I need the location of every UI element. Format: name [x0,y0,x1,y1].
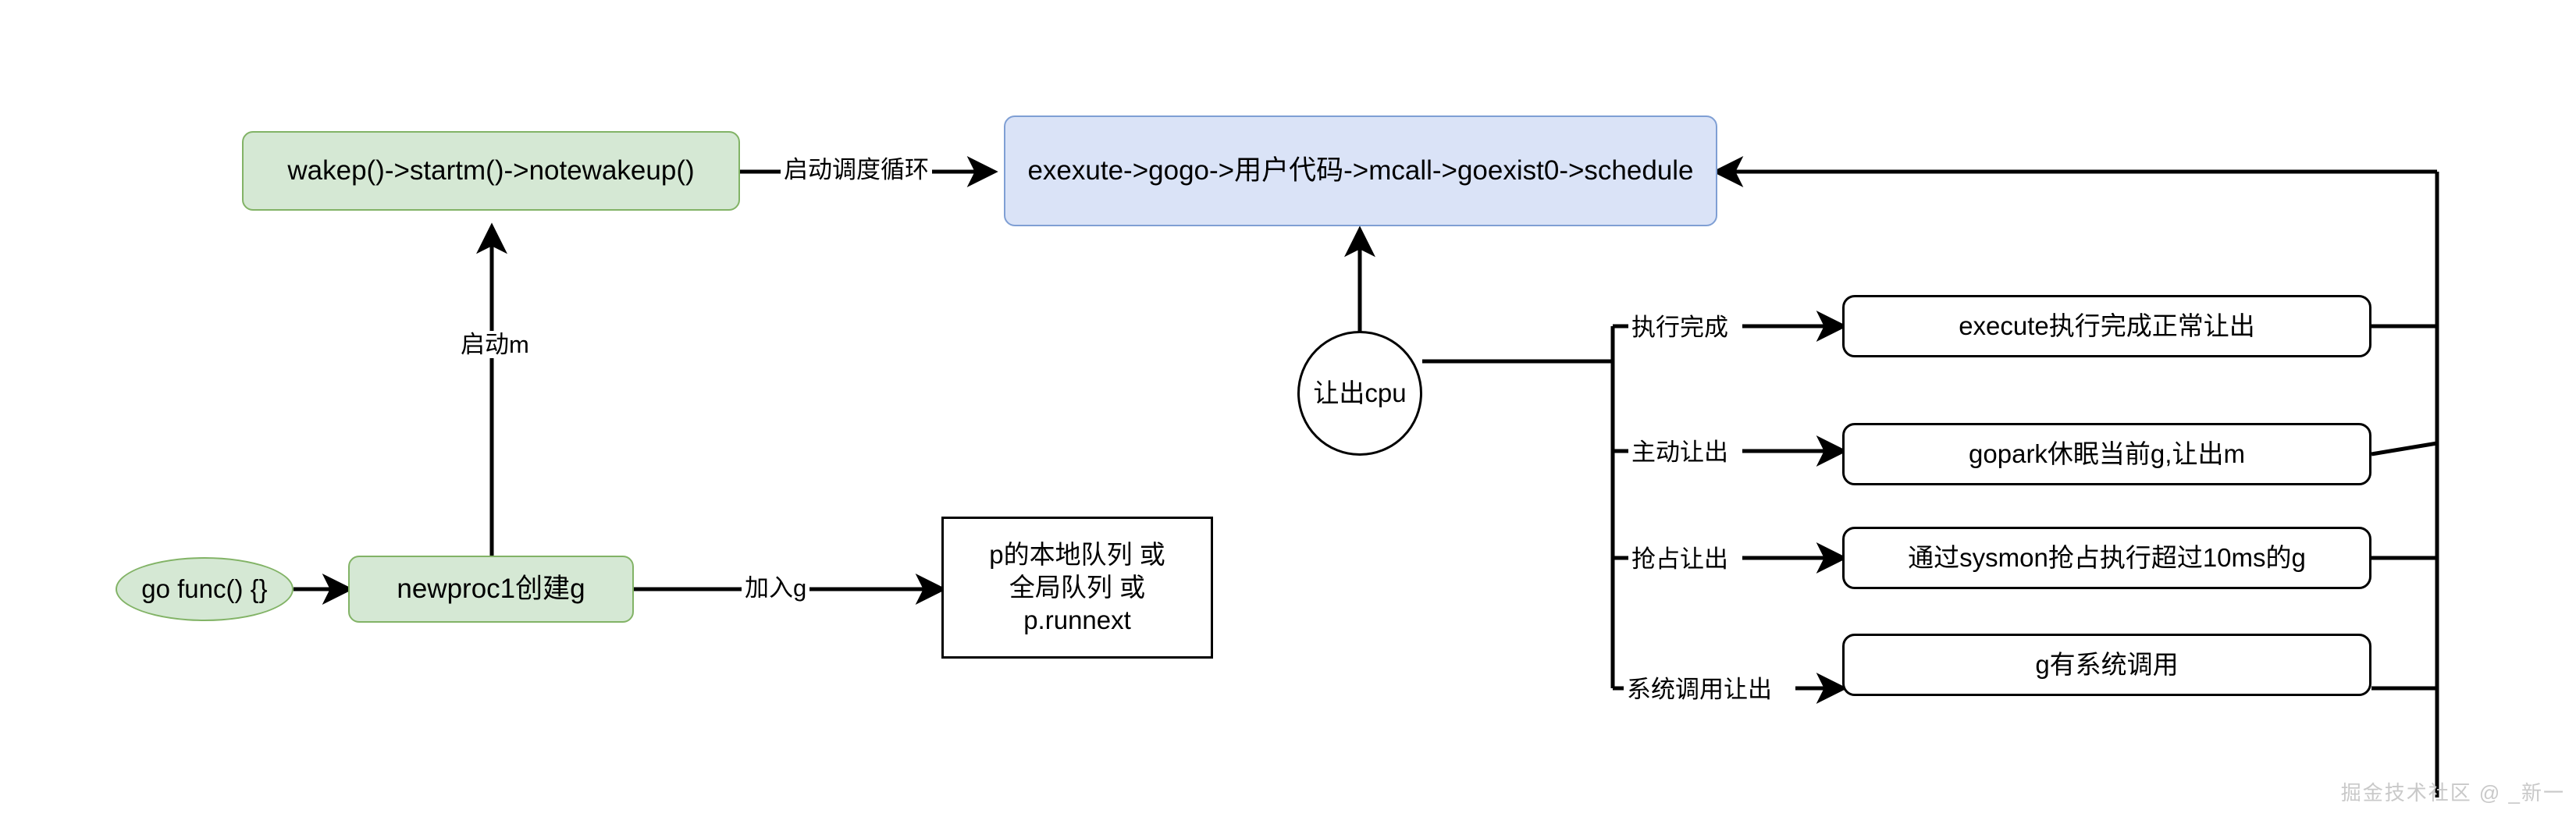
watermark: 掘金技术社区 @ _新一 [2340,781,2565,805]
node-newproc1[interactable]: newproc1创建g [348,556,634,623]
edge-label-preempt-yield: 抢占让出 [1628,545,1731,573]
node-yield-cpu-label: 让出cpu [1313,378,1407,407]
node-branch-exec-done-label: execute执行完成正常让出 [1959,311,2255,340]
node-branch-exec-done[interactable]: execute执行完成正常让出 [1842,295,2371,357]
node-yield-cpu[interactable]: 让出cpu [1297,331,1422,456]
edge-label-active-yield: 主动让出 [1628,439,1731,466]
edge-label-exec-done: 执行完成 [1628,314,1731,341]
edge-return-box2 [2371,441,2438,456]
node-branch-syscall[interactable]: g有系统调用 [1842,634,2371,696]
edge-label-start-m: 启动m [457,331,532,358]
node-schedule-loop-label: exexute->gogo->用户代码->mcall->goexist0->sc… [1027,155,1694,186]
edge-label-add-g: 加入g [742,574,810,602]
node-wakep-label: wakep()->startm()->notewakeup() [287,155,695,186]
node-branch-gopark-label: gopark休眠当前g,让出m [1969,439,2245,468]
node-queues[interactable]: p的本地队列 或 全局队列 或 p.runnext [941,517,1213,659]
node-branch-sysmon-label: 通过sysmon抢占执行超过10ms的g [1908,542,2306,572]
edge-label-syscall-yield: 系统调用让出 [1624,676,1775,703]
node-branch-sysmon[interactable]: 通过sysmon抢占执行超过10ms的g [1842,527,2371,589]
node-go-func[interactable]: go func() {} [116,557,294,621]
edge-label-start-schedule-loop: 启动调度循环 [781,156,932,183]
node-queues-label: p的本地队列 或 全局队列 或 p.runnext [989,539,1165,635]
node-newproc1-label: newproc1创建g [397,573,585,604]
node-go-func-label: go func() {} [141,574,268,603]
node-branch-gopark[interactable]: gopark休眠当前g,让出m [1842,423,2371,485]
node-schedule-loop[interactable]: exexute->gogo->用户代码->mcall->goexist0->sc… [1004,115,1717,226]
node-wakep[interactable]: wakep()->startm()->notewakeup() [242,131,740,211]
node-branch-syscall-label: g有系统调用 [2035,649,2179,679]
